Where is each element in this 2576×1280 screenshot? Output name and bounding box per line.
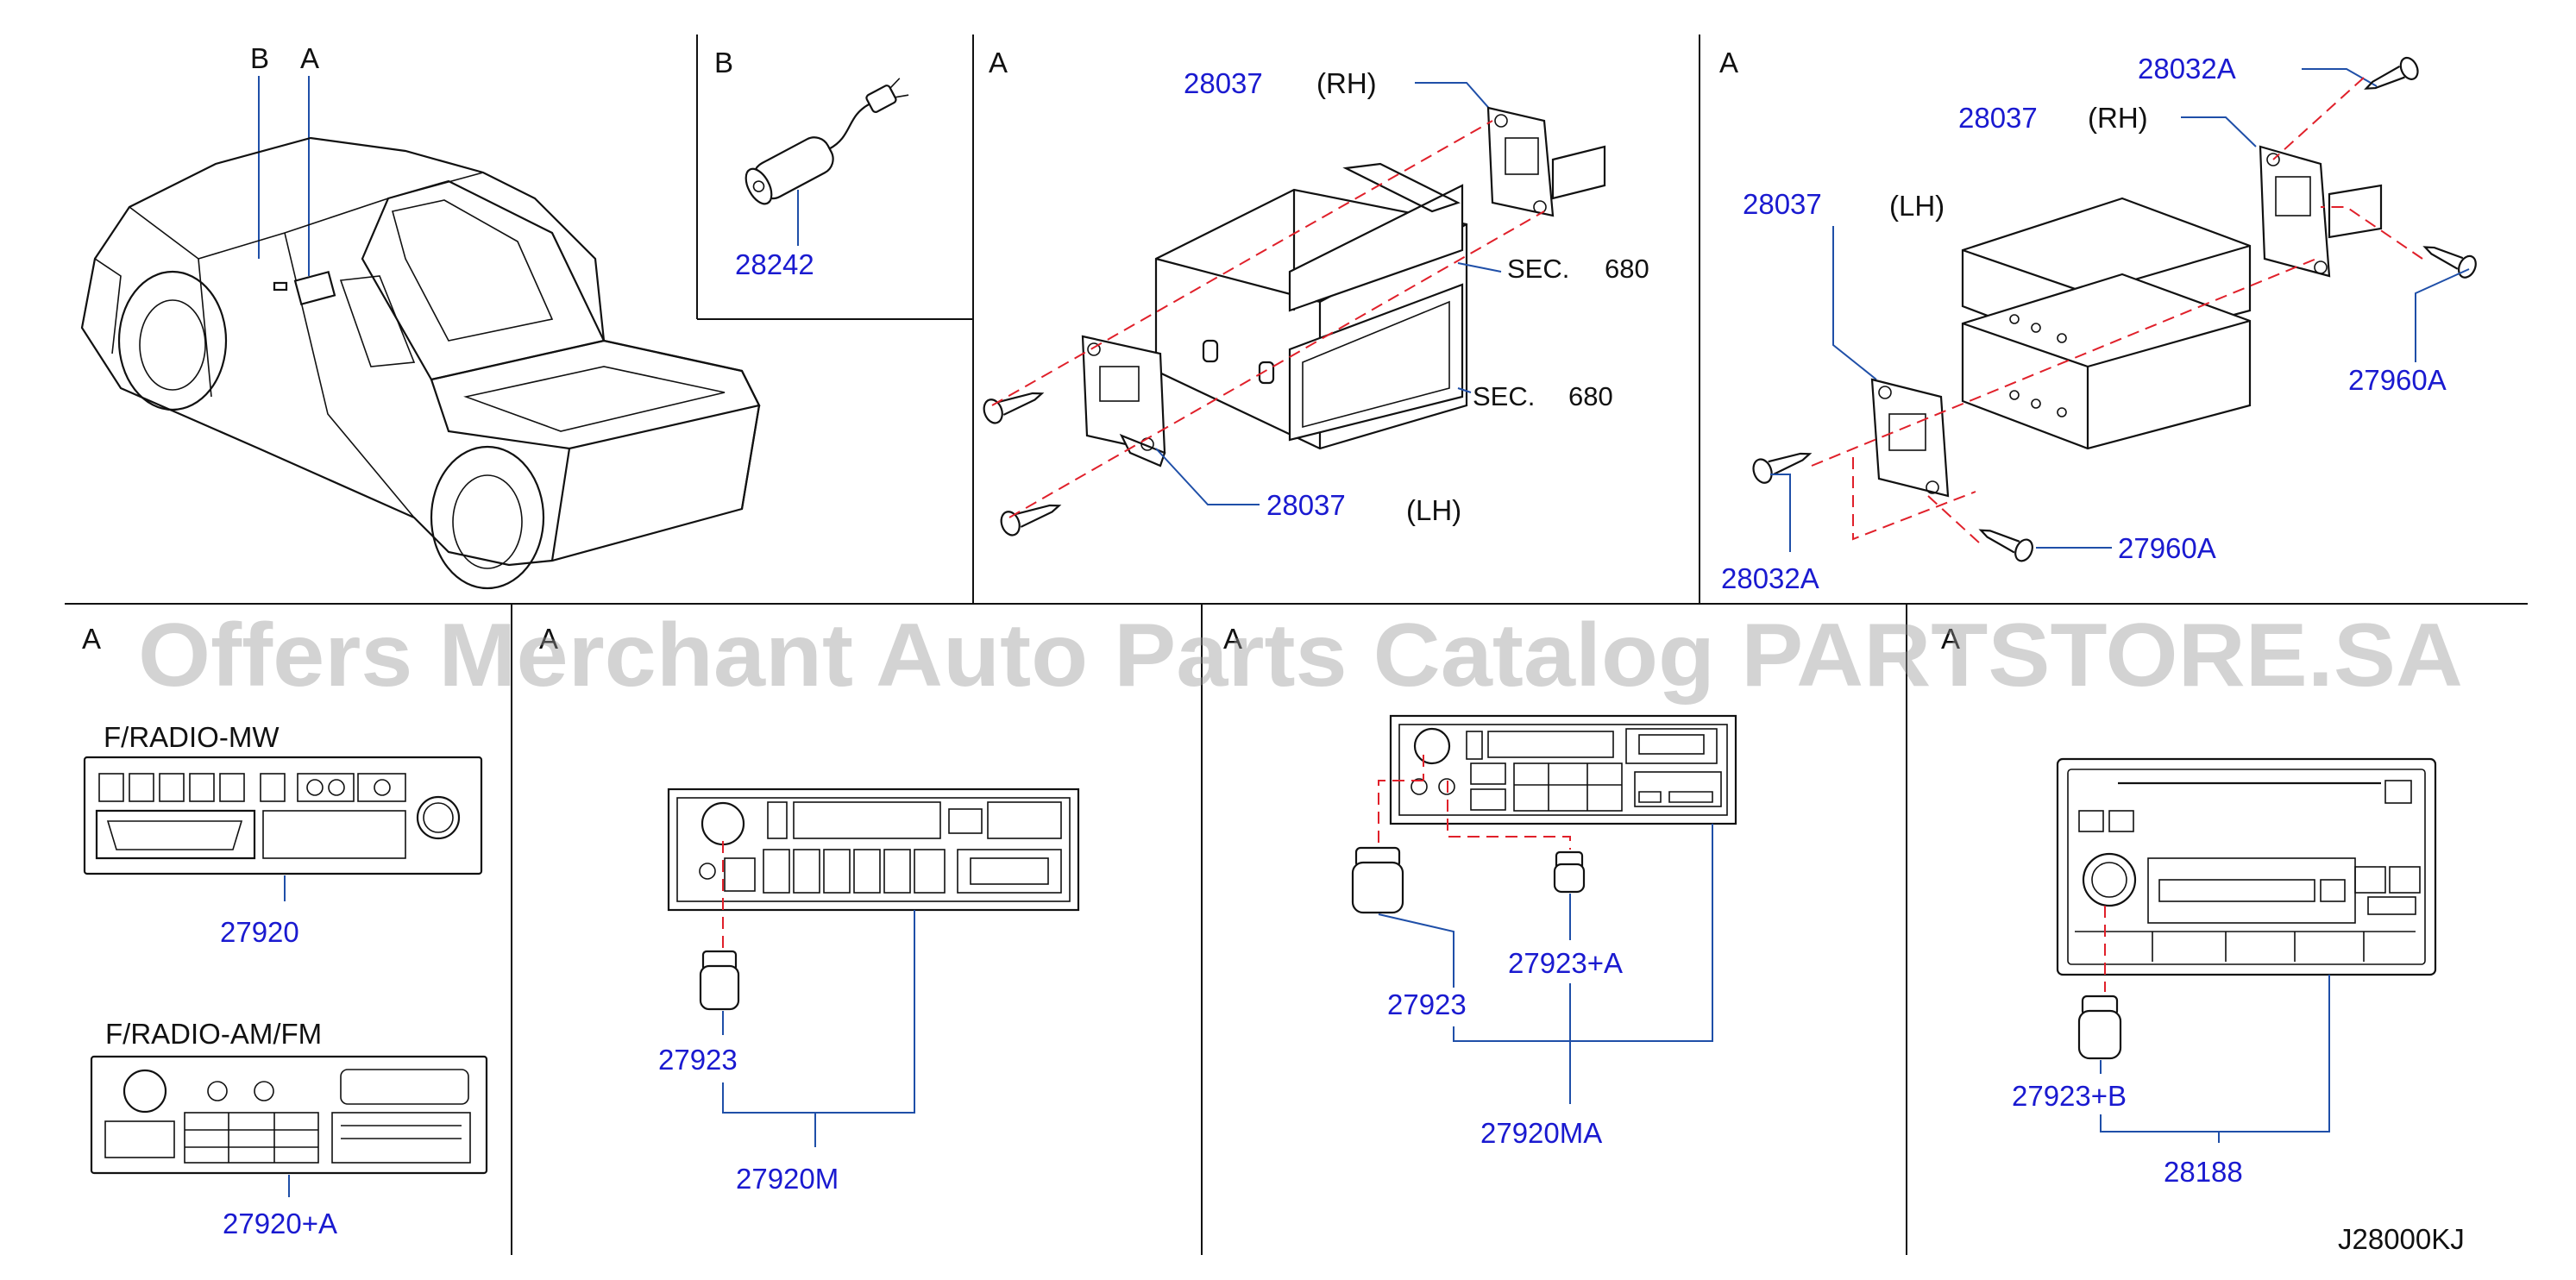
basic-radio-section-label: A [82, 623, 101, 655]
part-number-27920ma: 27920MA [1480, 1117, 1602, 1149]
part-number-28032a-top: 28032A [2138, 53, 2236, 85]
cassette-eq-radio-illustration [1351, 714, 1737, 914]
cassette-radio-section: A 27923 27920M [539, 623, 1080, 1195]
cassette-radio-illustration [667, 787, 1080, 1011]
part-number-28188: 28188 [2164, 1156, 2243, 1188]
part-number-27920m: 27920M [736, 1163, 839, 1195]
part-number-27920: 27920 [220, 916, 299, 948]
cd-section-label: A [1941, 623, 1960, 655]
cassette-section-label: A [539, 623, 558, 655]
section-dividers [65, 35, 2528, 1255]
dash-pocket-section-label: A [989, 47, 1008, 78]
part-number-27920-a: 27920+A [223, 1208, 337, 1239]
part-number-28037-rh-din: 28037 [1958, 102, 2038, 134]
cd-radio-illustration [2056, 757, 2437, 1060]
part-number-28037-rh: 28037 [1184, 67, 1263, 99]
vehicle-section: B A [80, 42, 761, 590]
part-number-28037-lh: 28037 [1266, 489, 1346, 521]
section-b-label: B [714, 47, 733, 78]
part-number-28037-lh-din: 28037 [1743, 188, 1822, 220]
din-side-lh-label: (LH) [1889, 190, 1945, 222]
part-number-28032a-bottom: 28032A [1721, 562, 1819, 594]
din-bracket-section-label: A [1719, 47, 1738, 78]
din-bracket-section: A 28032A 28037 (RH) 28037 (LH) [1719, 47, 2477, 594]
sec-680-top-label: SEC. [1507, 254, 1569, 284]
dash-pocket-illustration [983, 106, 1606, 536]
vehicle-callout-a: A [300, 42, 319, 74]
radio-mw-title: F/RADIO-MW [104, 721, 280, 753]
part-number-27923-b: 27923+B [2012, 1080, 2127, 1112]
din-radio-stack-illustration [1752, 56, 2477, 562]
part-number-27923: 27923 [658, 1044, 738, 1076]
vehicle-callout-b: B [250, 42, 269, 74]
part-number-27923-eq: 27923 [1387, 988, 1467, 1020]
antenna-section-b: B 28242 [714, 47, 909, 280]
antenna-amp-illustration [745, 78, 909, 205]
radio-mw-illustration [83, 756, 483, 875]
side-lh-label: (LH) [1406, 494, 1461, 526]
pickup-truck-illustration [80, 136, 761, 590]
sec-680-bottom-number: 680 [1568, 381, 1613, 411]
diagram-code: J28000KJ [2338, 1223, 2465, 1255]
cassette-eq-section-label: A [1223, 623, 1242, 655]
radio-amfm-title: F/RADIO-AM/FM [105, 1018, 322, 1050]
sec-680-bottom-label: SEC. [1473, 381, 1535, 411]
dash-pocket-section: A 28037 (RH) [983, 47, 1649, 536]
side-rh-label: (RH) [1316, 67, 1377, 99]
part-number-27960a-right: 27960A [2348, 364, 2447, 396]
basic-radio-section: A F/RADIO-MW 27920 F/RADIO-AM/FM [82, 623, 488, 1239]
cassette-eq-radio-section: A 27923 27923+A 27920MA [1223, 623, 1737, 1149]
part-number-28242: 28242 [735, 248, 814, 280]
radio-amfm-illustration [90, 1055, 488, 1175]
watermark-text: Offers Merchant Auto Parts Catalog PARTS… [138, 605, 2463, 706]
cd-radio-section: A 27923+B 28188 [1941, 623, 2437, 1188]
din-side-rh-label: (RH) [2088, 102, 2148, 134]
sec-680-top-number: 680 [1605, 254, 1649, 284]
part-number-27960a-bottom: 27960A [2118, 532, 2216, 564]
part-number-27923-a: 27923+A [1508, 947, 1623, 979]
